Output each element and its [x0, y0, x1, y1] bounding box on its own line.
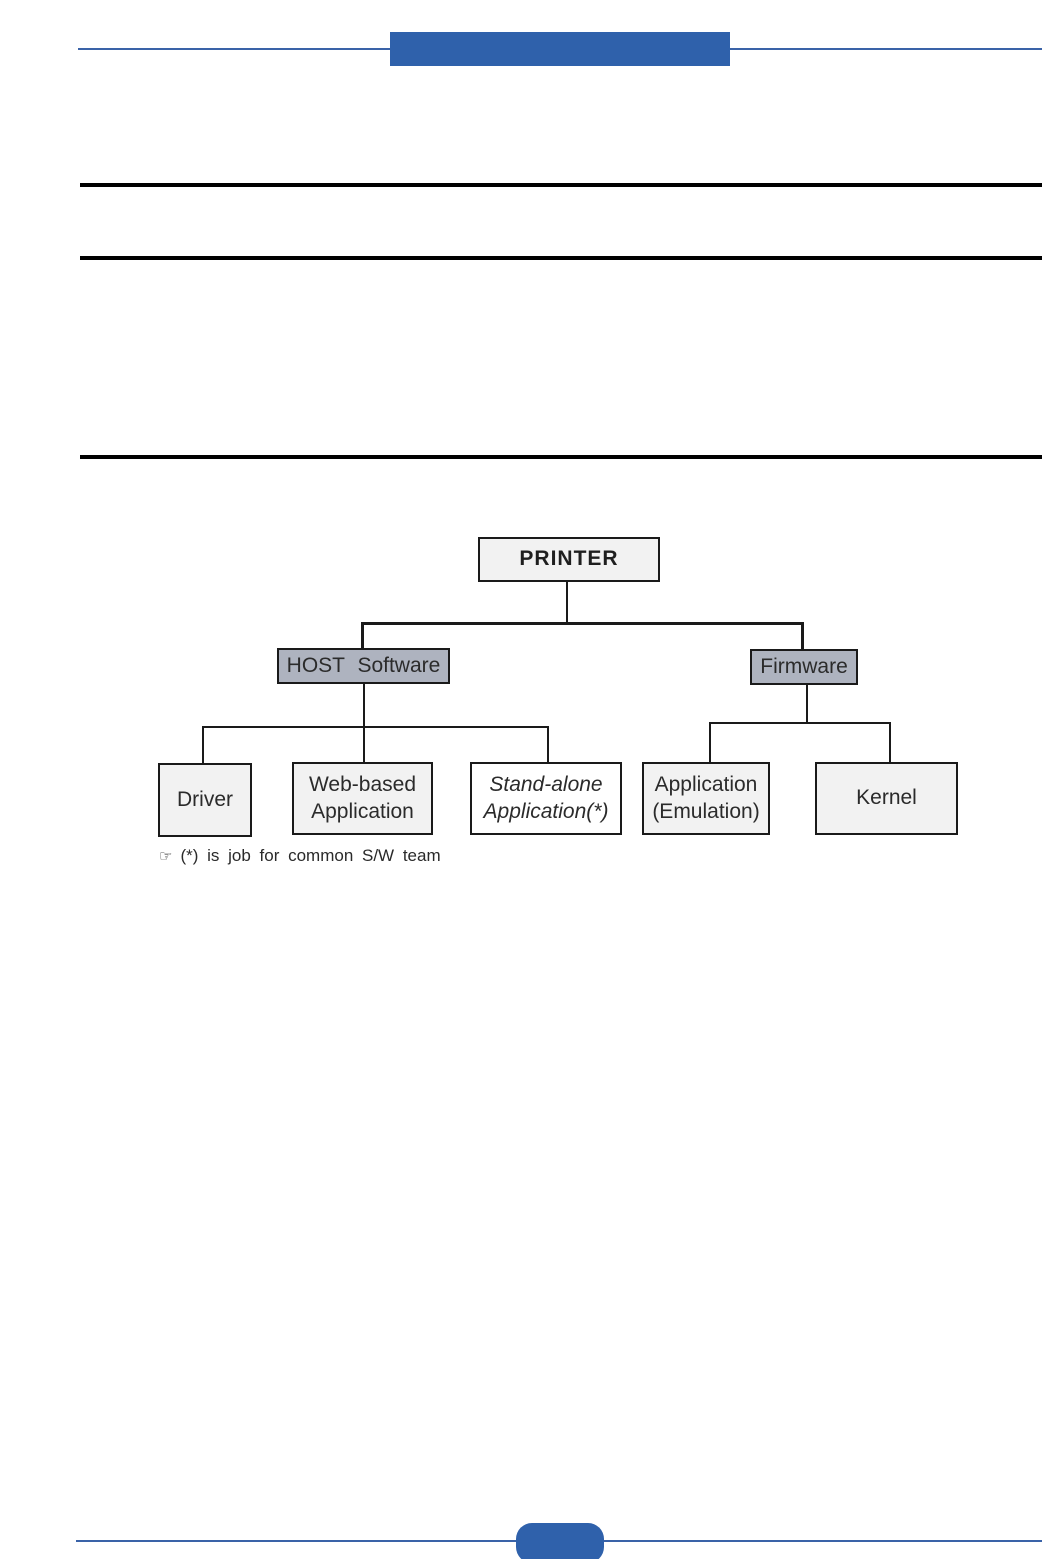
node-printer: PRINTER [478, 537, 660, 582]
pointing-hand-icon: ☞ [159, 848, 173, 865]
connector-firmware-drop [801, 622, 804, 650]
connector-host-down [363, 682, 365, 728]
diagram-footnote: ☞ (*) is job for common S/W team [159, 846, 441, 866]
node-printer-label: PRINTER [519, 547, 619, 571]
node-driver: Driver [158, 763, 252, 837]
node-web-based-line1: Web-based [308, 772, 416, 796]
node-application-emulation-line1: Application [654, 772, 758, 796]
connector-kernel-drop [889, 722, 891, 762]
node-web-based-application: Web-based Application [292, 762, 433, 835]
connector-host-horizontal [202, 726, 549, 728]
connector-level1-horizontal [361, 622, 804, 625]
node-host-software: HOST Software [277, 648, 450, 684]
node-stand-alone-line1: Stand-alone [489, 772, 603, 796]
node-stand-alone-application: Stand-alone Application(*) [470, 762, 622, 835]
page-number-badge [516, 1523, 604, 1559]
node-host-software-label: HOST Software [286, 653, 441, 677]
node-firmware: Firmware [750, 649, 858, 685]
node-application-emulation-line2: (Emulation) [652, 799, 760, 823]
connector-firmware-down [806, 683, 808, 724]
connector-printer-down [566, 582, 568, 624]
node-kernel-label: Kernel [856, 786, 917, 810]
node-firmware-label: Firmware [760, 654, 848, 678]
header-title-bar [390, 32, 730, 66]
section-rule-bottom [80, 455, 1042, 459]
connector-firmware-horizontal [709, 722, 891, 724]
node-web-based-line2: Application [311, 799, 414, 823]
connector-web-drop [363, 726, 365, 763]
node-stand-alone-line2: Application(*) [483, 799, 609, 823]
connector-standalone-drop [547, 726, 549, 762]
connector-emulation-drop [709, 722, 711, 762]
node-kernel: Kernel [815, 762, 958, 835]
node-driver-label: Driver [177, 787, 233, 811]
footnote-text: (*) is job for common S/W team [180, 846, 441, 865]
connector-driver-drop [202, 726, 204, 763]
connector-host-drop [361, 622, 364, 649]
section-rule-top [80, 183, 1042, 187]
node-application-emulation: Application (Emulation) [642, 762, 770, 835]
section-rule-middle [80, 256, 1042, 260]
